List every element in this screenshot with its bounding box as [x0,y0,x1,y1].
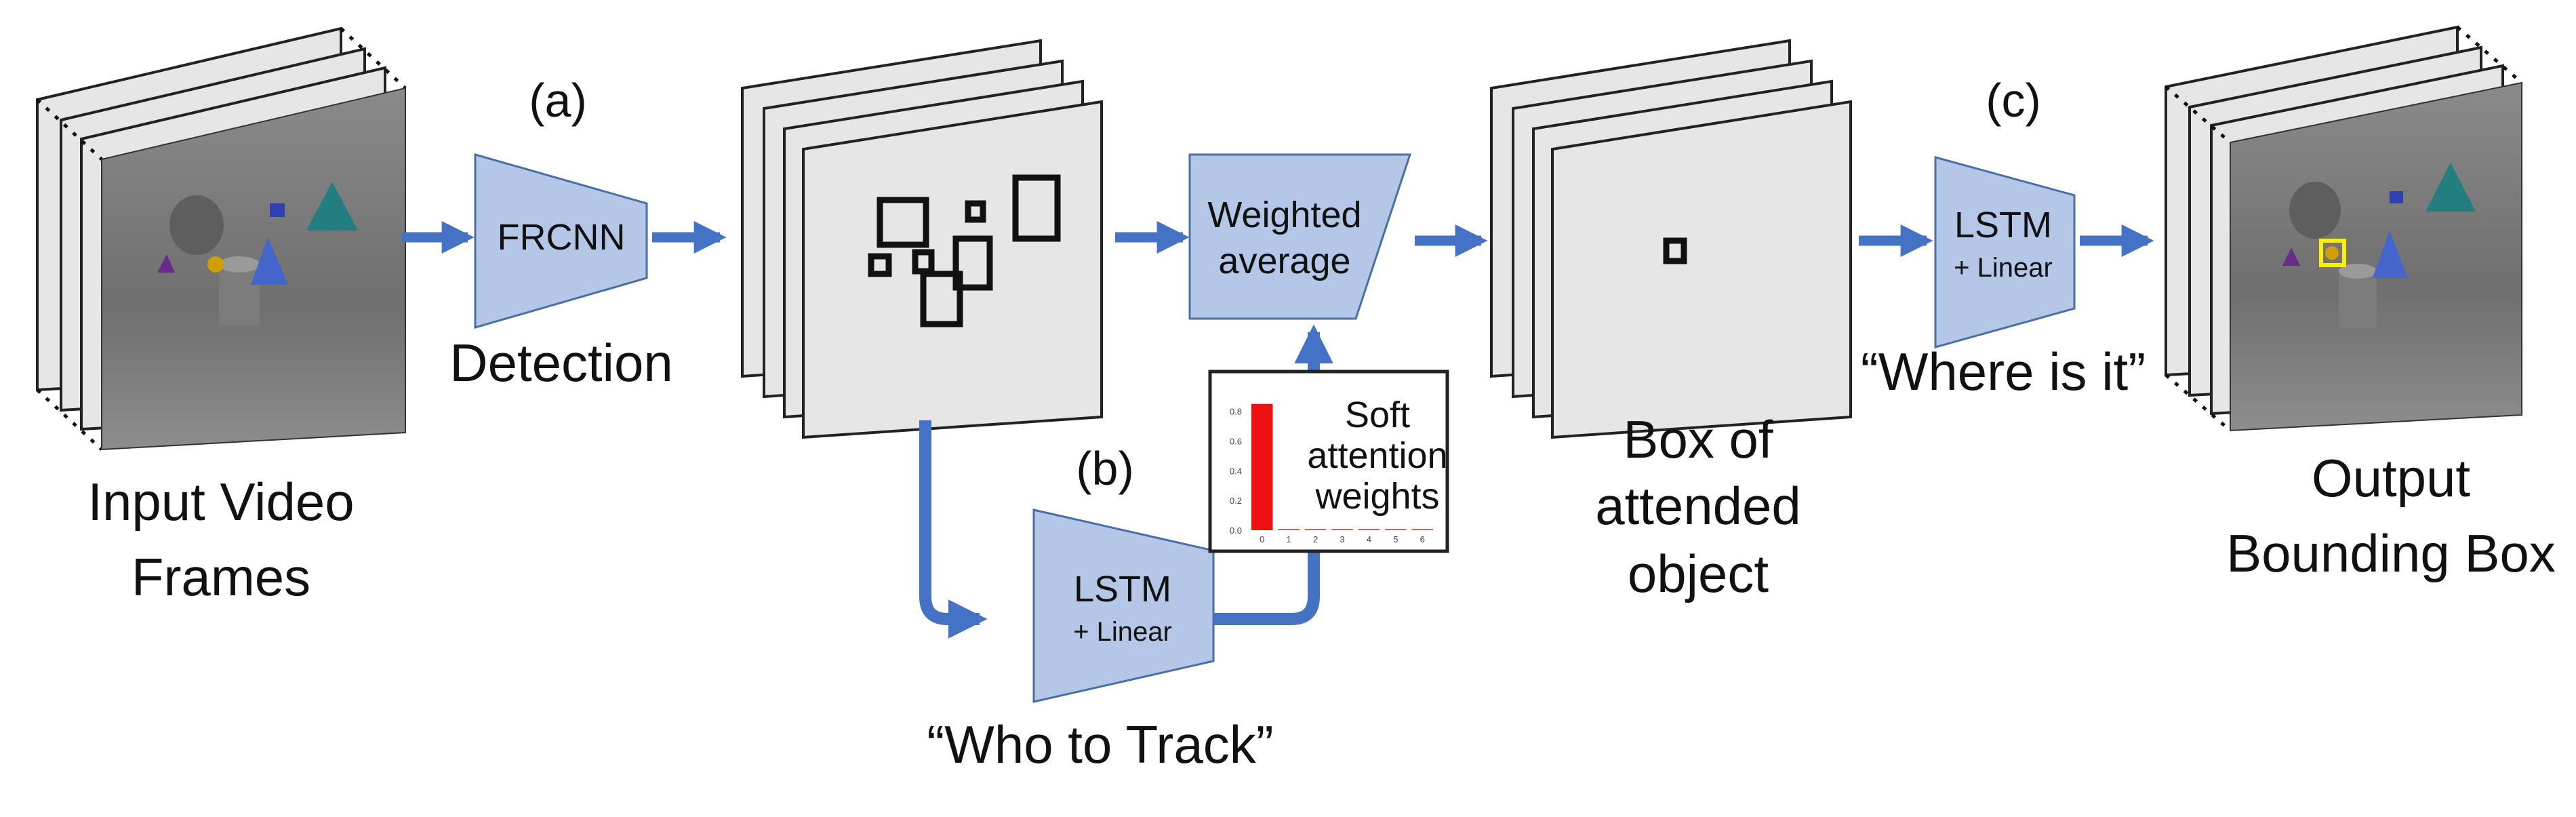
weighted-average-module [1188,153,1412,320]
attention-label-line3: weights [1314,476,1439,517]
attention-y-tick: 0.4 [1230,466,1242,476]
attended-label-line3: object [1628,544,1769,603]
output-bounding-box [2319,239,2346,267]
attention-y-tick: 0.2 [1230,496,1242,506]
output-scene-image [2230,81,2522,432]
input-scene-image [101,87,406,451]
attention-x-tick: 0 [1260,534,1264,544]
input-label-line2: Frames [132,547,310,607]
attended-label-line1: Box of [1623,410,1773,469]
detection-caption: Detection [449,333,673,393]
weighted-average-line2: average [1218,241,1350,281]
attention-x-tick: 1 [1287,534,1291,544]
attention-bar [1304,529,1327,530]
attention-label-line2: attention [1307,435,1447,476]
attention-x-tick: 6 [1420,534,1425,544]
who-lstm-sublabel: + Linear [1073,617,1172,647]
output-frame-stack [2165,25,2523,432]
attention-bars [1251,403,1434,530]
detection-frame-stack [741,39,1103,439]
attention-bar [1331,529,1353,530]
frcnn-module [474,153,648,329]
attention-x-tick: 2 [1313,534,1318,544]
attention-x-ticks: 0 1 2 3 4 5 6 [1260,534,1425,544]
attention-y-tick: 0.0 [1230,525,1242,536]
attention-x-tick: 3 [1340,534,1344,544]
attention-weights-chart: 0.0 0.2 0.4 0.6 0.8 0 1 2 3 4 5 6 Soft attention w… [1208,370,1449,553]
attended-object-box [1663,237,1687,264]
who-lstm-label: LSTM [1074,569,1171,610]
attention-bar [1385,529,1407,530]
attention-bar [1251,403,1273,530]
where-lstm-label: LSTM [1954,205,2052,245]
step-b-label: (b) [1076,442,1134,495]
output-label-line1: Output [2312,448,2470,508]
step-a-label: (a) [529,74,587,127]
output-label-line2: Bounding Box [2226,523,2556,583]
attention-label-line1: Soft [1345,395,1410,435]
step-c-label: (c) [1986,74,2041,127]
where-lstm-module [1934,156,2076,348]
attention-x-tick: 4 [1367,534,1371,544]
attention-y-tick: 0.8 [1230,407,1242,417]
attention-bar [1278,529,1300,530]
frcnn-module-label: FRCNN [498,217,626,258]
attention-bar [1411,529,1434,530]
attention-x-tick: 5 [1393,534,1398,544]
attention-y-ticks: 0.0 0.2 0.4 0.6 0.8 [1230,407,1242,536]
where-lstm-sublabel: + Linear [1954,253,2053,283]
input-frame-stack [36,26,407,451]
weighted-average-line1: Weighted [1207,195,1361,235]
attention-y-tick: 0.6 [1230,437,1242,447]
detection-boxes [868,174,1061,327]
attention-bar [1358,529,1380,530]
arrow-detections-to-who-lstm [919,420,988,639]
who-lstm-module [1032,509,1215,703]
arrow-attention-to-weighted [1213,324,1333,625]
input-label-line1: Input Video [87,472,354,532]
where-is-it-caption: “Where is it” [1861,342,2146,401]
attended-label-line2: attended [1595,476,1801,536]
attention-chart-frame [1208,370,1449,553]
attended-frame-stack [1490,39,1852,439]
who-to-track-caption: “Who to Track” [927,715,1273,774]
